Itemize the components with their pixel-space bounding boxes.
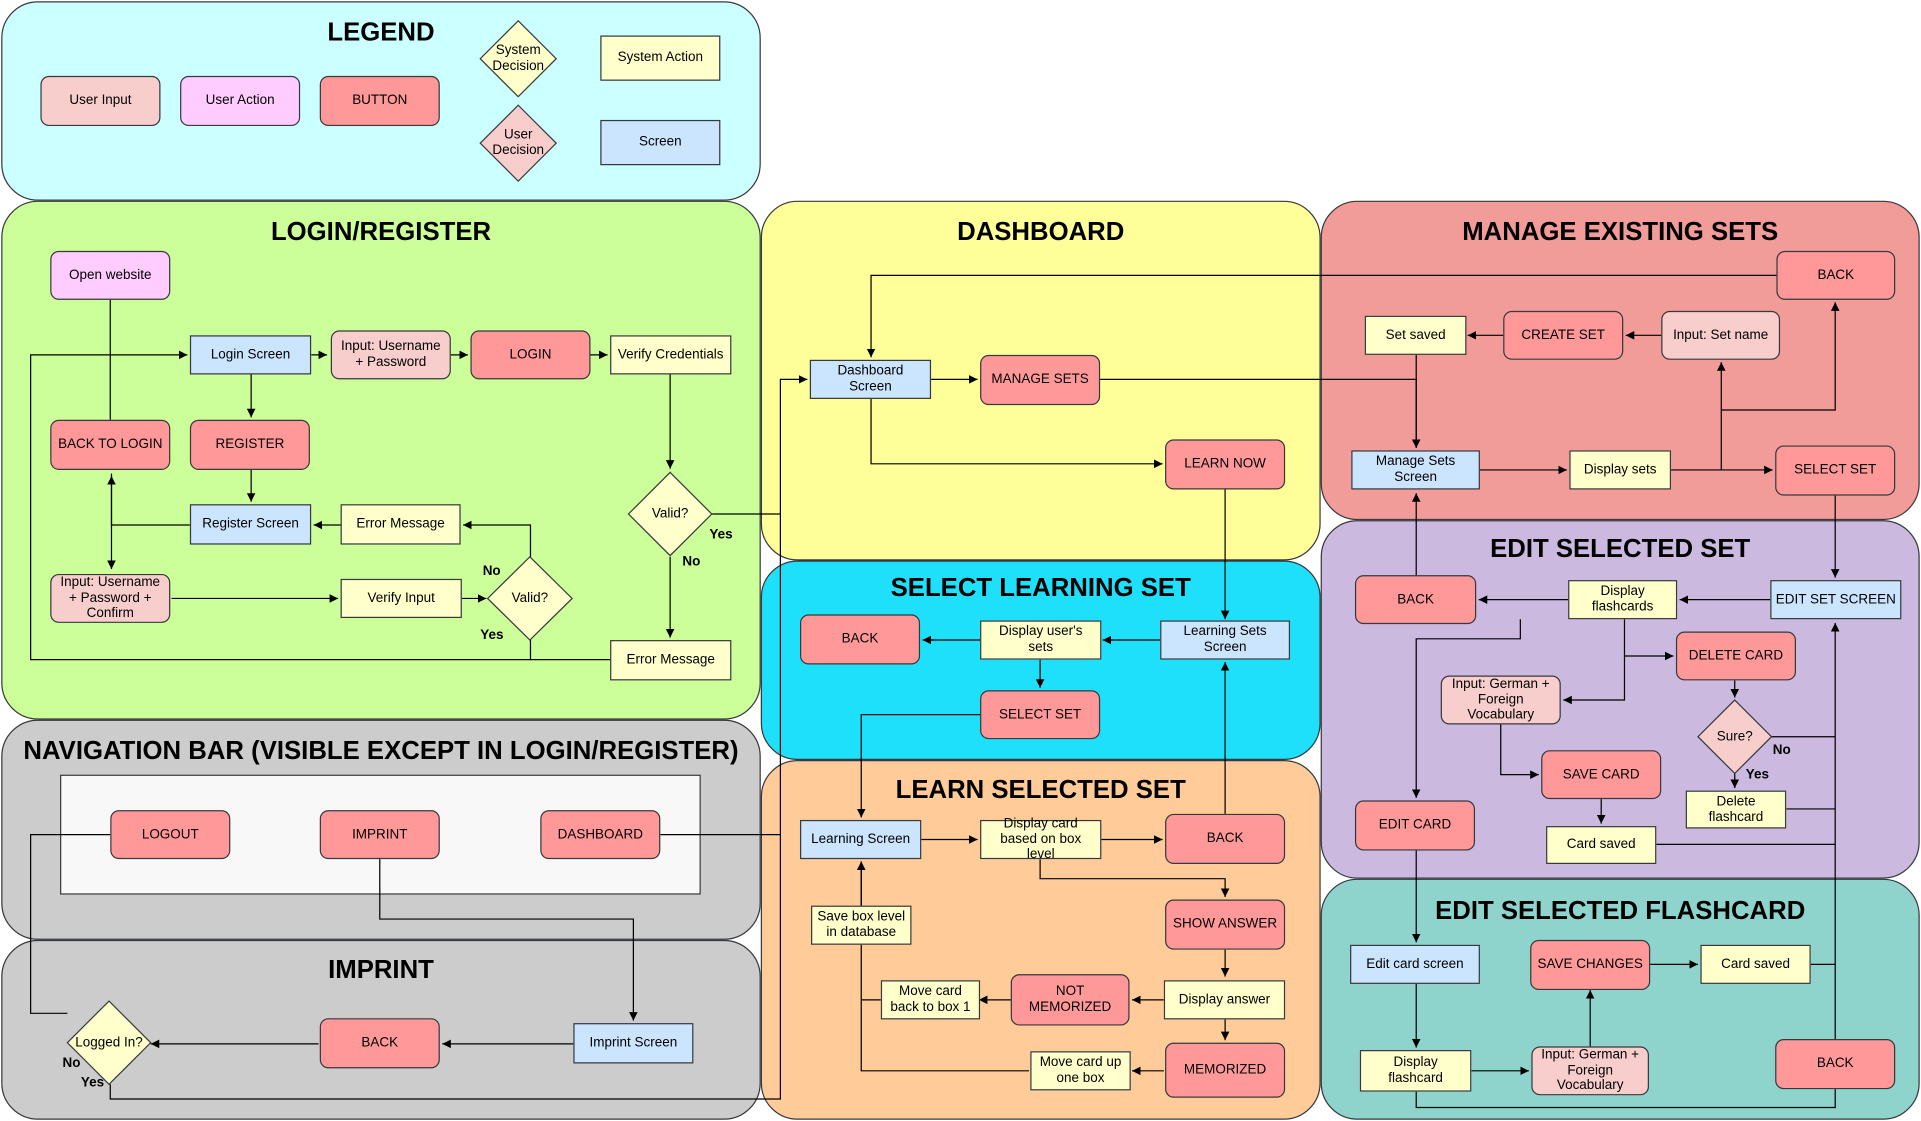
sure-decision: Sure?: [1697, 699, 1773, 775]
save-changes-button-node[interactable]: SAVE CHANGES: [1530, 939, 1651, 991]
input-vocabulary-node-set[interactable]: Input: German + Foreign Vocabulary: [1440, 675, 1561, 725]
valid-2-yes-label: Yes: [480, 627, 504, 643]
legend-user-action: User Action: [180, 75, 301, 127]
manage-sets-screen-node[interactable]: Manage Sets Screen: [1351, 450, 1480, 490]
edit-card-back-button-node[interactable]: BACK: [1775, 1039, 1896, 1090]
legend-system-action: System Action: [600, 35, 721, 81]
logged-in-yes-label: Yes: [80, 1075, 105, 1091]
valid-1-no-label: No: [682, 554, 701, 570]
save-box-level-node: Save box level in database: [811, 905, 912, 945]
learn-set-title: LEARN SELECTED SET: [895, 775, 1186, 805]
imprint-back-button-node[interactable]: BACK: [319, 1018, 440, 1069]
display-flashcards-node: Display flashcards: [1568, 580, 1678, 620]
edit-set-back-button-node[interactable]: BACK: [1354, 575, 1477, 625]
display-users-sets-node: Display user's sets: [980, 620, 1102, 660]
display-flashcard-node: Display flashcard: [1359, 1050, 1472, 1092]
verify-credentials-node: Verify Credentials: [610, 335, 732, 375]
delete-card-button-node[interactable]: DELETE CARD: [1675, 631, 1796, 681]
dashboard-button-node[interactable]: DASHBOARD: [540, 810, 661, 860]
edit-set-title: EDIT SELECTED SET: [1490, 534, 1751, 563]
legend-screen: Screen: [600, 119, 721, 166]
manage-back-button-node[interactable]: BACK: [1776, 250, 1896, 300]
valid-decision-1: Valid?: [627, 471, 713, 557]
register-button-node[interactable]: REGISTER: [189, 419, 310, 470]
dashboard-title: DASHBOARD: [957, 217, 1125, 246]
manage-sets-button-node[interactable]: MANAGE SETS: [980, 354, 1101, 406]
valid-2-no-label: No: [482, 564, 501, 579]
nav-bar-title: NAVIGATION BAR (VISIBLE EXCEPT IN LOGIN/…: [23, 736, 739, 765]
move-card-back-node: Move card back to box 1: [880, 980, 981, 1020]
open-website-node[interactable]: Open website: [50, 250, 171, 300]
logout-button-node[interactable]: LOGOUT: [110, 810, 231, 860]
login-register-title: LOGIN/REGISTER: [270, 217, 492, 246]
imprint-title: IMPRINT: [328, 955, 434, 984]
sure-yes-label: Yes: [1745, 767, 1770, 783]
login-button-node[interactable]: LOGIN: [470, 330, 591, 380]
learning-screen-node[interactable]: Learning Screen: [799, 819, 922, 860]
select-set-button-node-manage[interactable]: SELECT SET: [1775, 445, 1896, 496]
valid-1-yes-label: Yes: [709, 527, 733, 543]
edit-set-screen-node[interactable]: EDIT SET SCREEN: [1770, 580, 1902, 620]
legend-user-input: User Input: [40, 75, 161, 127]
not-memorized-button-node[interactable]: NOT MEMORIZED: [1010, 974, 1130, 1026]
dashboard-screen-node[interactable]: Dashboard Screen: [809, 359, 932, 399]
logged-in-no-label: No: [62, 1056, 81, 1071]
show-answer-button-node[interactable]: SHOW ANSWER: [1165, 899, 1286, 950]
input-username-password-node[interactable]: Input: Username + Password: [330, 330, 451, 380]
learn-now-button-node[interactable]: LEARN NOW: [1165, 439, 1286, 490]
input-set-name-node[interactable]: Input: Set name: [1661, 310, 1781, 360]
create-set-button-node[interactable]: CREATE SET: [1503, 310, 1624, 360]
select-back-button-node[interactable]: BACK: [799, 614, 921, 665]
input-register-node[interactable]: Input: Username + Password + Confirm: [50, 573, 171, 623]
legend-button: BUTTON: [319, 75, 440, 127]
edit-card-button-node[interactable]: EDIT CARD: [1354, 800, 1476, 851]
imprint-screen-node[interactable]: Imprint Screen: [573, 1023, 694, 1064]
logged-in-decision: Logged In?: [66, 1000, 152, 1086]
legend-title: LEGEND: [327, 18, 435, 47]
legend-system-decision: System Decision: [479, 19, 558, 98]
card-saved-node-edit: Card saved: [1700, 944, 1811, 984]
move-card-up-node: Move card up one box: [1030, 1051, 1131, 1091]
valid-decision-2: Valid?: [486, 555, 573, 641]
error-message-node-1: Error Message: [340, 504, 461, 545]
select-learning-set-title: SELECT LEARNING SET: [890, 573, 1191, 603]
back-to-login-button-node[interactable]: BACK TO LOGIN: [50, 419, 171, 470]
card-saved-node-set: Card saved: [1546, 826, 1657, 865]
login-screen-node[interactable]: Login Screen: [189, 335, 312, 375]
save-card-button-node[interactable]: SAVE CARD: [1541, 750, 1662, 800]
memorized-button-node[interactable]: MEMORIZED: [1165, 1042, 1286, 1098]
register-screen-node[interactable]: Register Screen: [189, 504, 312, 545]
select-set-button-node-learn[interactable]: SELECT SET: [980, 690, 1101, 740]
edit-card-screen-node[interactable]: Edit card screen: [1350, 944, 1480, 984]
display-card-node: Display card based on box level: [980, 816, 1102, 862]
sure-no-label: No: [1772, 742, 1791, 758]
imprint-button-node[interactable]: IMPRINT: [319, 810, 440, 860]
learning-sets-screen-node[interactable]: Learning Sets Screen: [1160, 620, 1291, 660]
set-saved-node: Set saved: [1364, 315, 1467, 355]
display-sets-node: Display sets: [1569, 450, 1672, 490]
legend-user-decision: User Decision: [479, 104, 558, 182]
input-vocabulary-node-edit[interactable]: Input: German + Foreign Vocabulary: [1531, 1046, 1649, 1096]
verify-input-node: Verify Input: [340, 578, 462, 619]
error-message-node-2: Error Message: [610, 640, 732, 681]
manage-sets-title: MANAGE EXISTING SETS: [1462, 217, 1779, 246]
learn-back-button-node[interactable]: BACK: [1165, 813, 1286, 865]
delete-flashcard-node: Delete flashcard: [1685, 790, 1787, 829]
edit-flashcard-title: EDIT SELECTED FLASHCARD: [1435, 897, 1806, 926]
display-answer-node: Display answer: [1163, 980, 1286, 1020]
